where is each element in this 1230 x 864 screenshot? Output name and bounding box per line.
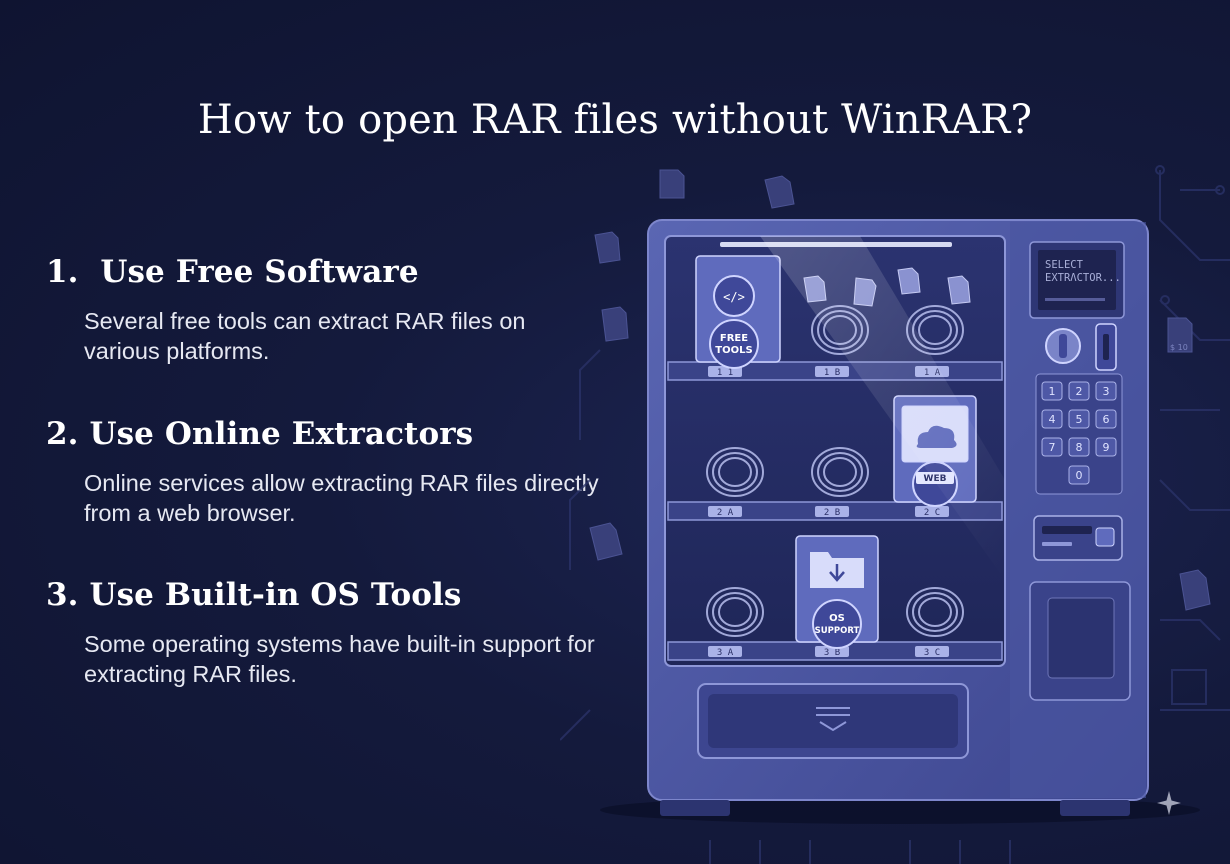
free-tools-label-line1: FREE [720, 333, 748, 344]
download-arrow-icon [829, 564, 845, 582]
slot-code-label: 1 1 [717, 368, 733, 378]
floating-document-icons [589, 169, 1211, 611]
key-label: 5 [1076, 413, 1083, 426]
slot-code-label: 2 C [924, 508, 940, 518]
page-title: How to open RAR files without WinRAR? [197, 96, 1033, 143]
step-description: Some operating systems have built-in sup… [84, 631, 595, 687]
display-screen [1038, 250, 1116, 310]
slot-code-label: 2 A [717, 508, 734, 518]
key-4[interactable] [1041, 409, 1063, 429]
free-tools-box: </> FREE TOOLS [695, 255, 781, 369]
step-title: Use Online Extractors [89, 416, 474, 452]
display-line2: EXTRΛCTOR... [1045, 272, 1121, 284]
display-line1: SELECT [1045, 259, 1084, 271]
step-built-in-os-tools: 3. Use Built-in OS Tools Some operating … [46, 577, 606, 689]
key-label: 6 [1103, 413, 1110, 426]
slot-code-label: 1 B [824, 368, 840, 378]
step-description: Several free tools can extract RAR files… [84, 308, 526, 364]
step-description: Online services allow extracting RAR fil… [84, 470, 599, 526]
step-number: 1. [46, 254, 79, 290]
key-label: 0 [1076, 469, 1083, 482]
free-tools-label-line2: TOOLS [715, 345, 752, 356]
os-label-line2: SUPPORT [815, 626, 860, 636]
sparkle-icon [1157, 791, 1181, 815]
step-title: Use Free Software [100, 254, 419, 290]
key-8[interactable] [1068, 437, 1090, 457]
key-0[interactable] [1068, 465, 1090, 485]
key-9[interactable] [1095, 437, 1117, 457]
step-number: 3. [46, 577, 79, 613]
step-title: Use Built-in OS Tools [89, 577, 462, 613]
gear-icon [713, 275, 755, 317]
price-tag-text: $ 10 [1170, 343, 1188, 352]
vending-machine-illustration: $ 10 1 1 1 B 1 A 2 A 2 B 2 C 3 A 3 B 3 C [560, 165, 1230, 864]
step-heading: 2. Use Online Extractors [46, 416, 606, 452]
key-label: 7 [1049, 441, 1056, 454]
control-panel: SELECT EXTRΛCTOR... [1029, 241, 1125, 495]
key-label: 4 [1049, 413, 1056, 426]
os-label-line1: OS [829, 613, 845, 624]
slot-code-label: 3 A [717, 648, 734, 658]
key-label: 1 [1049, 385, 1056, 398]
key-label: 9 [1103, 441, 1110, 454]
step-number: 2. [46, 416, 79, 452]
step-free-software: 1. Use Free Software Several free tools … [46, 254, 606, 366]
slot-code-label: 3 C [924, 648, 940, 658]
os-support-box: OS SUPPORT [795, 535, 879, 649]
key-6[interactable] [1095, 409, 1117, 429]
svg-text:</>: </> [723, 290, 745, 304]
key-3[interactable] [1095, 381, 1117, 401]
step-online-extractors: 2. Use Online Extractors Online services… [46, 416, 606, 528]
step-heading: 1. Use Free Software [46, 254, 606, 290]
key-2[interactable] [1068, 381, 1090, 401]
key-label: 2 [1076, 385, 1083, 398]
key-label: 8 [1076, 441, 1083, 454]
key-1[interactable] [1041, 381, 1063, 401]
slot-code-label: 2 B [824, 508, 840, 518]
slot-code-label: 3 B [824, 648, 840, 658]
key-7[interactable] [1041, 437, 1063, 457]
key-5[interactable] [1068, 409, 1090, 429]
keypad: 1 2 3 4 5 6 7 8 9 0 [1041, 381, 1117, 485]
key-label: 3 [1103, 385, 1110, 398]
circuit-lines [560, 165, 1230, 864]
step-heading: 3. Use Built-in OS Tools [46, 577, 606, 613]
